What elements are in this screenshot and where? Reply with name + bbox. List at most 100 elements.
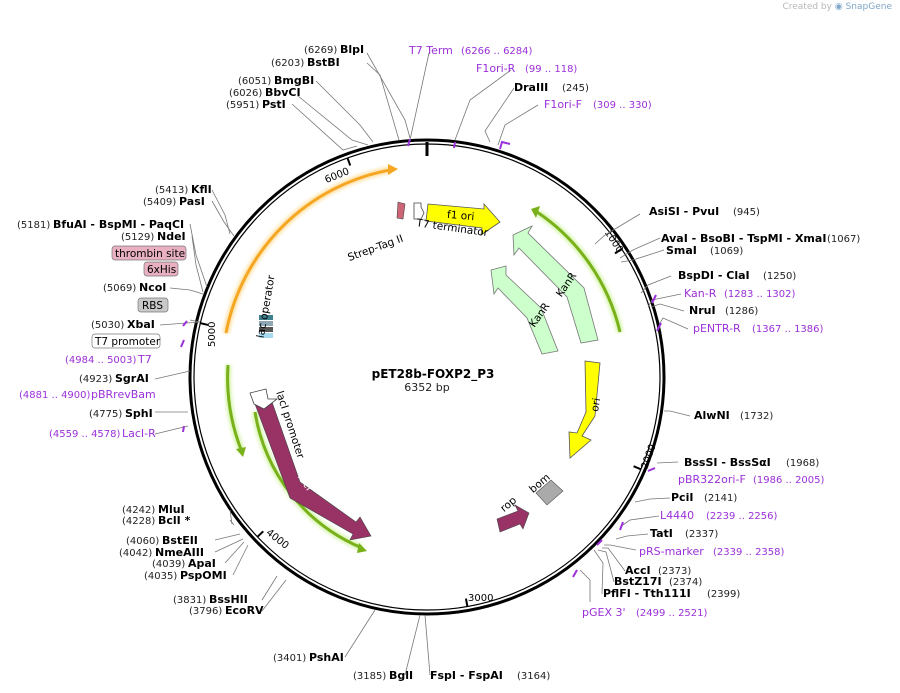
strep-tag-feature: Strep-Tag II bbox=[346, 201, 406, 264]
primer-name: L4440 bbox=[660, 509, 694, 522]
strep-tag-label: Strep-Tag II bbox=[346, 233, 405, 264]
primer-pos: (2499 .. 2521) bbox=[636, 608, 708, 619]
primers-top: T7 Term (6266 .. 6284) F1ori-R (99 .. 11… bbox=[408, 44, 652, 111]
enzyme-pos: (1968) bbox=[786, 458, 819, 469]
snapgene-badge: Created by ◉ SnapGene bbox=[782, 2, 892, 12]
t7-promoter-label: T7 promoter bbox=[94, 336, 161, 348]
enzyme-name: PciI bbox=[671, 491, 693, 504]
rbs-label: RBS bbox=[142, 300, 163, 312]
enzyme-name: BbvCI bbox=[265, 86, 301, 99]
enzyme-pos: (2399) bbox=[707, 589, 740, 600]
enzyme-name: KflI bbox=[191, 183, 212, 196]
enzyme-name: BstEII bbox=[162, 534, 198, 547]
tick-label-5000: 5000 bbox=[207, 322, 218, 347]
enzyme-pos: (6269) bbox=[304, 45, 337, 56]
enzyme-name: AvaI - BsoBI - TspMI - XmaI bbox=[661, 232, 826, 245]
position-tick-mark bbox=[256, 530, 264, 538]
primer-name: pRS-marker bbox=[639, 545, 704, 558]
primer-pos: (2239 .. 2256) bbox=[706, 511, 778, 522]
primer-name: LacI-R bbox=[122, 427, 156, 440]
f1-ori-label: f1 ori bbox=[447, 209, 475, 223]
tick-label-2000: 2000 bbox=[640, 443, 659, 471]
enzyme-pos: (3831) bbox=[173, 595, 206, 606]
enzyme-name: BclI * bbox=[158, 514, 191, 527]
enzyme-name: PshAI bbox=[309, 651, 344, 664]
boxed-features: thrombin site 6xHis RBS T7 promoter bbox=[91, 245, 187, 349]
enzyme-pos: (5030) bbox=[91, 320, 124, 331]
primer-pos: (4881 .. 4900) bbox=[19, 390, 91, 401]
enzyme-name: NruI bbox=[689, 304, 716, 317]
enzyme-pos: (2337) bbox=[685, 529, 718, 540]
enzyme-pos: (5129) bbox=[121, 232, 154, 243]
enzyme-pos: (4775) bbox=[89, 409, 122, 420]
orange-orf-arrow bbox=[222, 164, 398, 334]
enzyme-name: BstBI bbox=[307, 56, 340, 69]
enzyme-name: TatI bbox=[650, 527, 673, 540]
position-ticks bbox=[200, 157, 642, 607]
enzyme-name: BssSI - BssSαI bbox=[684, 456, 771, 469]
primer-name: pENTR-R bbox=[693, 322, 741, 335]
enzyme-pos: (4042) bbox=[119, 548, 152, 559]
primer-pos: (309 .. 330) bbox=[593, 100, 652, 111]
bottom-left-labels: (4242) MluI (4228) BclI * (4060) BstEII … bbox=[119, 503, 413, 682]
enzyme-name: BstZ17I bbox=[614, 575, 662, 588]
enzyme-name: BssHII bbox=[209, 593, 248, 606]
enzyme-name: PflFI - Tth111I bbox=[603, 587, 691, 600]
tick-label-3000: 3000 bbox=[468, 593, 493, 604]
enzyme-pos: (4923) bbox=[79, 374, 112, 385]
snapgene-logo-icon: ◉ bbox=[834, 2, 843, 12]
enzyme-pos: (4035) bbox=[144, 571, 177, 582]
primer-name: pGEX 3' bbox=[582, 606, 626, 619]
enzyme-pos: (3796) bbox=[189, 606, 222, 617]
enzyme-pos: (4060) bbox=[126, 536, 159, 547]
primer-pos: (1283 .. 1302) bbox=[724, 289, 796, 300]
tick-label-4000: 4000 bbox=[264, 527, 291, 551]
enzyme-pos: (1069) bbox=[710, 246, 743, 257]
enzyme-name: EcoRV bbox=[225, 604, 264, 617]
created-by-text: Created by bbox=[782, 2, 832, 12]
enzyme-pos: (5413) bbox=[155, 185, 188, 196]
enzyme-pos: (4039) bbox=[152, 559, 185, 570]
primer-name: Kan-R bbox=[684, 287, 717, 300]
enzyme-name: BglI bbox=[389, 669, 413, 682]
6xhis-label: 6xHis bbox=[147, 264, 176, 276]
enzyme-name: BspDI - ClaI bbox=[678, 269, 750, 282]
kanr-inner-feature: KanR bbox=[490, 265, 559, 355]
enzyme-pos: (1067) bbox=[827, 234, 860, 245]
primer-name: T7 Term bbox=[408, 44, 453, 57]
enzyme-pos: (1286) bbox=[725, 306, 758, 317]
enzyme-pos: (2374) bbox=[669, 577, 702, 588]
primer-name: T7 bbox=[137, 353, 152, 366]
enzyme-name: FspI - FspAI bbox=[430, 669, 503, 682]
enzyme-name: AsiSI - PvuI bbox=[649, 205, 719, 218]
enzyme-name: NmeAIII bbox=[155, 546, 204, 559]
left-labels: (5413) KflI (5409) PasI (5181) BfuAI - B… bbox=[17, 183, 212, 440]
enzyme-pos: (3401) bbox=[273, 653, 306, 664]
primer-name: F1ori-F bbox=[544, 98, 582, 111]
kanr-outer-feature: KanR bbox=[512, 225, 599, 344]
lac-operator-label: lac operator bbox=[255, 274, 278, 339]
enzyme-name: AlwNI bbox=[694, 409, 730, 422]
thrombin-site-label: thrombin site bbox=[115, 248, 185, 260]
enzyme-pos: (1732) bbox=[740, 411, 773, 422]
ori-feature: ori bbox=[568, 360, 603, 459]
enzyme-pos: (6026) bbox=[229, 88, 262, 99]
enzyme-pos: (5181) bbox=[17, 220, 50, 231]
position-tick-mark bbox=[200, 322, 209, 326]
enzyme-name: ApaI bbox=[188, 557, 216, 570]
right-labels: AsiSI - PvuI (945) AvaI - BsoBI - TspMI … bbox=[582, 205, 860, 619]
primer-name: pBRrevBam bbox=[91, 388, 156, 401]
connector-lines bbox=[154, 52, 691, 676]
primer-pos: (4984 .. 5003) bbox=[65, 355, 137, 366]
primer-pos: (99 .. 118) bbox=[525, 64, 577, 75]
green-arrow-top-right bbox=[531, 206, 624, 333]
f1-ori-feature: f1 ori bbox=[425, 202, 501, 236]
green-arrow-left bbox=[224, 364, 246, 457]
primer-pos: (2339 .. 2358) bbox=[713, 547, 785, 558]
enzyme-name: DraIII bbox=[514, 81, 548, 94]
enzyme-pos: (1250) bbox=[763, 271, 796, 282]
position-tick-mark bbox=[464, 598, 469, 607]
primer-pos: (6266 .. 6284) bbox=[461, 46, 533, 57]
enzyme-name: MluI bbox=[158, 503, 185, 516]
